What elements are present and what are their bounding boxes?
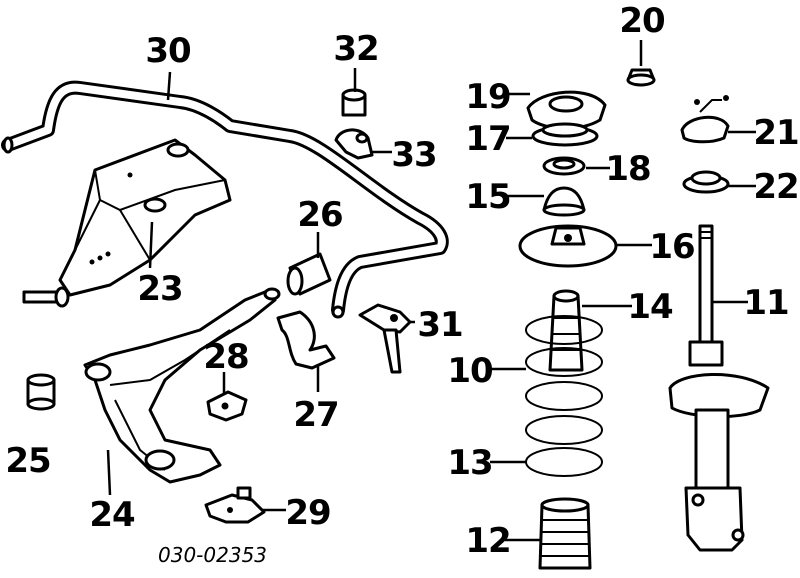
callout-29: 29 bbox=[285, 493, 330, 533]
callout-15: 15 bbox=[465, 177, 510, 217]
leader-lines bbox=[106, 40, 756, 542]
mount-29 bbox=[204, 486, 266, 524]
bushing-32 bbox=[341, 88, 367, 117]
bumpstop-14 bbox=[548, 289, 584, 372]
ring-18 bbox=[542, 156, 586, 176]
callout-26: 26 bbox=[297, 195, 342, 235]
callout-24: 24 bbox=[89, 495, 135, 535]
callout-25: 25 bbox=[5, 441, 50, 481]
callout-21: 21 bbox=[753, 113, 798, 153]
cap-20 bbox=[626, 68, 656, 87]
bushing-26 bbox=[286, 252, 332, 296]
bushing-25 bbox=[26, 373, 56, 411]
bracket-33 bbox=[334, 128, 374, 160]
boot-12 bbox=[538, 497, 592, 570]
callout-32: 32 bbox=[333, 29, 378, 69]
callout-13: 13 bbox=[447, 443, 492, 483]
callout-22: 22 bbox=[753, 167, 798, 207]
mount-21 bbox=[680, 95, 730, 144]
callout-33: 33 bbox=[391, 135, 436, 175]
callout-18: 18 bbox=[605, 149, 650, 189]
callout-30: 30 bbox=[145, 31, 191, 71]
strut-11 bbox=[668, 224, 770, 552]
callout-11: 11 bbox=[743, 283, 788, 323]
bracket-28 bbox=[206, 390, 248, 422]
callout-23: 23 bbox=[137, 269, 182, 309]
callout-17: 17 bbox=[465, 119, 510, 159]
callout-20: 20 bbox=[619, 1, 665, 41]
stabilizer-bar bbox=[1, 80, 449, 319]
link-31 bbox=[358, 303, 412, 374]
callout-28: 28 bbox=[203, 337, 248, 377]
subframe bbox=[22, 138, 232, 308]
clamp-27 bbox=[276, 310, 336, 370]
seat-16 bbox=[518, 224, 618, 268]
cap-15 bbox=[542, 186, 586, 217]
callout-31: 31 bbox=[417, 305, 462, 345]
callout-16: 16 bbox=[649, 227, 694, 267]
coil-spring bbox=[525, 315, 603, 477]
callout-14: 14 bbox=[627, 287, 673, 327]
callout-27: 27 bbox=[293, 395, 338, 435]
diagram-code: 030-02353 bbox=[158, 543, 267, 567]
lower-arm bbox=[83, 287, 281, 484]
callout-19: 19 bbox=[465, 77, 510, 117]
ring-22 bbox=[682, 170, 730, 194]
callout-10: 10 bbox=[447, 351, 493, 391]
mount-19 bbox=[526, 90, 607, 130]
bearing-17 bbox=[531, 122, 599, 147]
callout-12: 12 bbox=[465, 521, 510, 561]
